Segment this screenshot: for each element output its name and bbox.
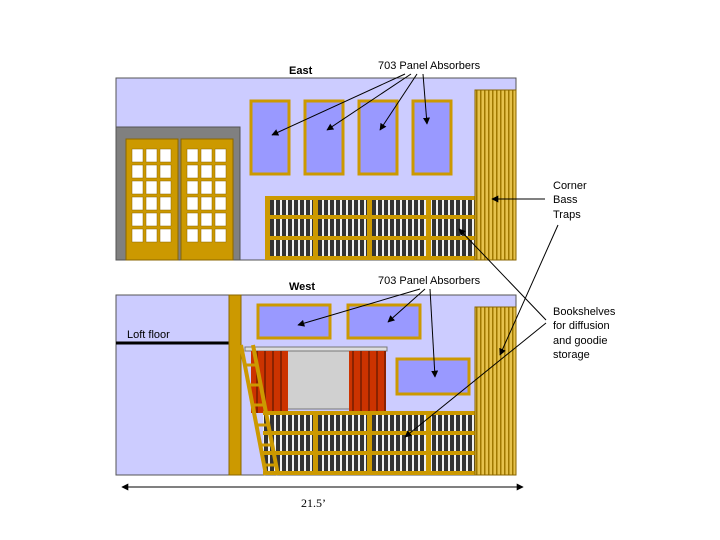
door-pane bbox=[159, 164, 172, 179]
bookshelf-label: Bookshelves for diffusion and goodie sto… bbox=[553, 306, 616, 361]
west-post bbox=[228, 294, 242, 476]
svg-text:Bass: Bass bbox=[553, 194, 578, 206]
door-pane bbox=[145, 164, 158, 179]
door-pane bbox=[186, 196, 199, 211]
door-pane bbox=[145, 228, 158, 243]
svg-text:Traps: Traps bbox=[553, 209, 581, 221]
door-pane bbox=[131, 164, 144, 179]
right-curtain bbox=[349, 351, 386, 413]
west-panel-3 bbox=[395, 357, 471, 396]
door-pane bbox=[131, 228, 144, 243]
east-panel-arrows bbox=[271, 73, 430, 136]
door-pane bbox=[186, 228, 199, 243]
door-pane bbox=[131, 196, 144, 211]
door-pane bbox=[145, 212, 158, 227]
door-pane bbox=[159, 212, 172, 227]
door-pane bbox=[186, 164, 199, 179]
door-pane bbox=[131, 212, 144, 227]
door-pane bbox=[145, 148, 158, 163]
door-pane bbox=[159, 180, 172, 195]
door-pane bbox=[214, 212, 227, 227]
door-pane bbox=[159, 196, 172, 211]
door-pane bbox=[186, 180, 199, 195]
svg-text:and goodie: and goodie bbox=[553, 335, 607, 347]
door-pane bbox=[131, 148, 144, 163]
door-pane bbox=[214, 164, 227, 179]
door-pane bbox=[145, 196, 158, 211]
bass-trap-label: Corner Bass Traps bbox=[553, 180, 587, 221]
east-french-doors bbox=[125, 138, 234, 261]
svg-text:for diffusion: for diffusion bbox=[553, 320, 610, 332]
east-wall: East bbox=[115, 65, 517, 261]
door-pane bbox=[159, 148, 172, 163]
west-panel-2 bbox=[346, 303, 422, 340]
east-panel-4 bbox=[411, 99, 453, 176]
svg-text:storage: storage bbox=[553, 349, 590, 361]
door-pane bbox=[200, 228, 213, 243]
door-pane bbox=[186, 212, 199, 227]
window-glass bbox=[282, 350, 354, 410]
bass-trap-arrows bbox=[491, 195, 559, 356]
east-bookshelves bbox=[265, 196, 475, 260]
svg-text:Corner: Corner bbox=[553, 180, 587, 192]
door-pane bbox=[200, 164, 213, 179]
door-pane bbox=[214, 180, 227, 195]
east-panel-3 bbox=[357, 99, 399, 176]
west-panel-absorbers bbox=[256, 303, 471, 396]
west-panel-1 bbox=[256, 303, 332, 340]
west-bookshelves bbox=[263, 411, 475, 475]
west-wall: Loft floor bbox=[115, 281, 517, 476]
door-pane bbox=[186, 148, 199, 163]
east-corner-bass-trap bbox=[474, 89, 517, 261]
door-pane bbox=[214, 228, 227, 243]
door-pane bbox=[214, 196, 227, 211]
door-pane bbox=[214, 148, 227, 163]
door-pane bbox=[159, 228, 172, 243]
loft-floor-label: Loft floor bbox=[127, 329, 170, 341]
west-panel-label: 703 Panel Absorbers bbox=[378, 275, 481, 287]
east-panel-label: 703 Panel Absorbers bbox=[378, 60, 481, 72]
east-panel-1 bbox=[249, 99, 291, 176]
width-dimension-label: 21.5’ bbox=[301, 496, 326, 510]
door-pane bbox=[145, 180, 158, 195]
west-panel-arrows bbox=[297, 288, 439, 378]
east-panel-2 bbox=[303, 99, 345, 176]
bookshelf-arrows bbox=[404, 228, 547, 438]
door-pane bbox=[200, 196, 213, 211]
svg-text:Bookshelves: Bookshelves bbox=[553, 306, 616, 318]
loft-ladder bbox=[239, 344, 280, 476]
west-title: West bbox=[289, 281, 315, 293]
west-window bbox=[244, 346, 388, 413]
east-title: East bbox=[289, 65, 313, 77]
door-pane bbox=[131, 180, 144, 195]
door-pane bbox=[200, 148, 213, 163]
door-pane bbox=[200, 180, 213, 195]
door-pane bbox=[200, 212, 213, 227]
